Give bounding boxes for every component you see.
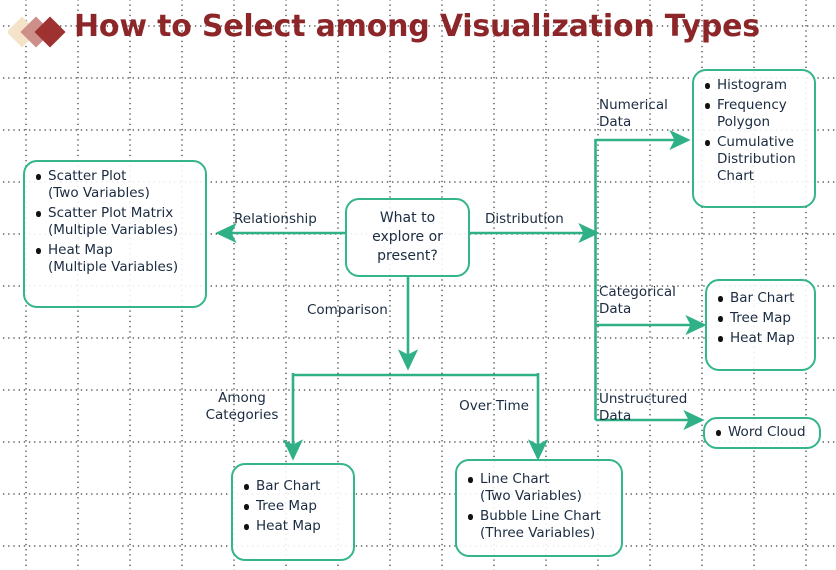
list-item: Tree Map	[717, 310, 804, 327]
item-title: Scatter Plot Matrix	[48, 205, 174, 221]
scatter-box-list: Scatter Plot(Two Variables) Scatter Plot…	[35, 168, 195, 276]
edge-label-line-1: Among	[218, 390, 266, 406]
edge-label-line-2: Data	[599, 114, 632, 130]
categories-box-list: Bar Chart Tree Map Heat Map	[243, 478, 343, 535]
list-item: Bar Chart	[717, 290, 804, 307]
edge-label-relationship: Relationship	[234, 211, 317, 227]
decision-line-3: present?	[377, 248, 438, 264]
item-sub: (Two Variables)	[48, 185, 150, 201]
item-title: Cumulative	[717, 134, 795, 150]
wordcloud-box-list: Word Cloud	[715, 424, 809, 441]
item-sub: (Two Variables)	[480, 488, 582, 504]
list-item: Histogram	[704, 77, 804, 94]
item-sub: Polygon	[717, 114, 771, 130]
list-item: Bubble Line Chart(Three Variables)	[467, 508, 611, 542]
item-title: Bar Chart	[256, 478, 321, 494]
item-title: Heat Map	[48, 242, 113, 258]
page-title: How to Select among Visualization Types	[74, 9, 760, 44]
edge-label-line-2: Categories	[205, 407, 279, 423]
item-title: Bar Chart	[730, 290, 795, 306]
item-sub: (Multiple Variables)	[48, 222, 179, 238]
edge-label-distribution: Distribution	[485, 211, 564, 227]
edge-label-line-1: Unstructured	[599, 391, 688, 407]
edge-label-among-categories: Among Categories	[197, 390, 287, 424]
node-categories-box[interactable]: Bar Chart Tree Map Heat Map	[231, 463, 355, 561]
node-scatter-box[interactable]: Scatter Plot(Two Variables) Scatter Plot…	[23, 160, 207, 308]
overtime-box-list: Line Chart(Two Variables) Bubble Line Ch…	[467, 471, 611, 542]
node-categorical-box[interactable]: Bar Chart Tree Map Heat Map	[705, 279, 816, 371]
list-item: Word Cloud	[715, 424, 809, 441]
list-item: Bar Chart	[243, 478, 343, 495]
item-title: Frequency	[717, 97, 787, 113]
edge-label-line-2: Data	[599, 301, 632, 317]
edge-label-numerical-data: Numerical Data	[599, 97, 668, 131]
list-item: Heat Map(Multiple Variables)	[35, 242, 195, 276]
list-item: Heat Map	[717, 330, 804, 347]
node-overtime-box[interactable]: Line Chart(Two Variables) Bubble Line Ch…	[455, 459, 623, 557]
item-title: Tree Map	[256, 498, 317, 514]
edge-label-comparison: Comparison	[307, 302, 388, 318]
item-sub2: Chart	[717, 168, 755, 184]
stacked-diamonds-icon	[8, 16, 66, 48]
edge-label-unstructured-data: Unstructured Data	[599, 391, 687, 425]
item-title: Heat Map	[730, 330, 795, 346]
decision-line-1: What to	[379, 210, 436, 226]
list-item: Line Chart(Two Variables)	[467, 471, 611, 505]
node-wordcloud-box[interactable]: Word Cloud	[703, 417, 821, 449]
edge-label-categorical-data: Categorical Data	[599, 284, 676, 318]
decision-line-2: explore or	[372, 229, 443, 245]
item-title: Line Chart	[480, 471, 550, 487]
item-title: Tree Map	[730, 310, 791, 326]
edge-label-line-2: Data	[599, 408, 632, 424]
item-sub: Distribution	[717, 151, 796, 167]
item-title: Word Cloud	[728, 424, 806, 440]
item-title: Heat Map	[256, 518, 321, 534]
item-sub: (Multiple Variables)	[48, 259, 179, 275]
page-header: How to Select among Visualization Types	[0, 0, 836, 62]
item-title: Scatter Plot	[48, 168, 127, 184]
edge-label-line-1: Categorical	[599, 284, 676, 300]
list-item: Heat Map	[243, 518, 343, 535]
decision-node-label: What to explore or present?	[372, 209, 443, 266]
edge-label-line-1: Numerical	[599, 97, 668, 113]
item-sub: (Three Variables)	[480, 525, 596, 541]
decision-node-what-to-explore[interactable]: What to explore or present?	[345, 198, 470, 277]
list-item: Tree Map	[243, 498, 343, 515]
list-item: Scatter Plot Matrix(Multiple Variables)	[35, 205, 195, 239]
item-title: Bubble Line Chart	[480, 508, 601, 524]
categorical-box-list: Bar Chart Tree Map Heat Map	[717, 290, 804, 347]
edge-label-over-time: Over Time	[459, 398, 529, 414]
item-title: Histogram	[717, 77, 788, 93]
list-item: Scatter Plot(Two Variables)	[35, 168, 195, 202]
